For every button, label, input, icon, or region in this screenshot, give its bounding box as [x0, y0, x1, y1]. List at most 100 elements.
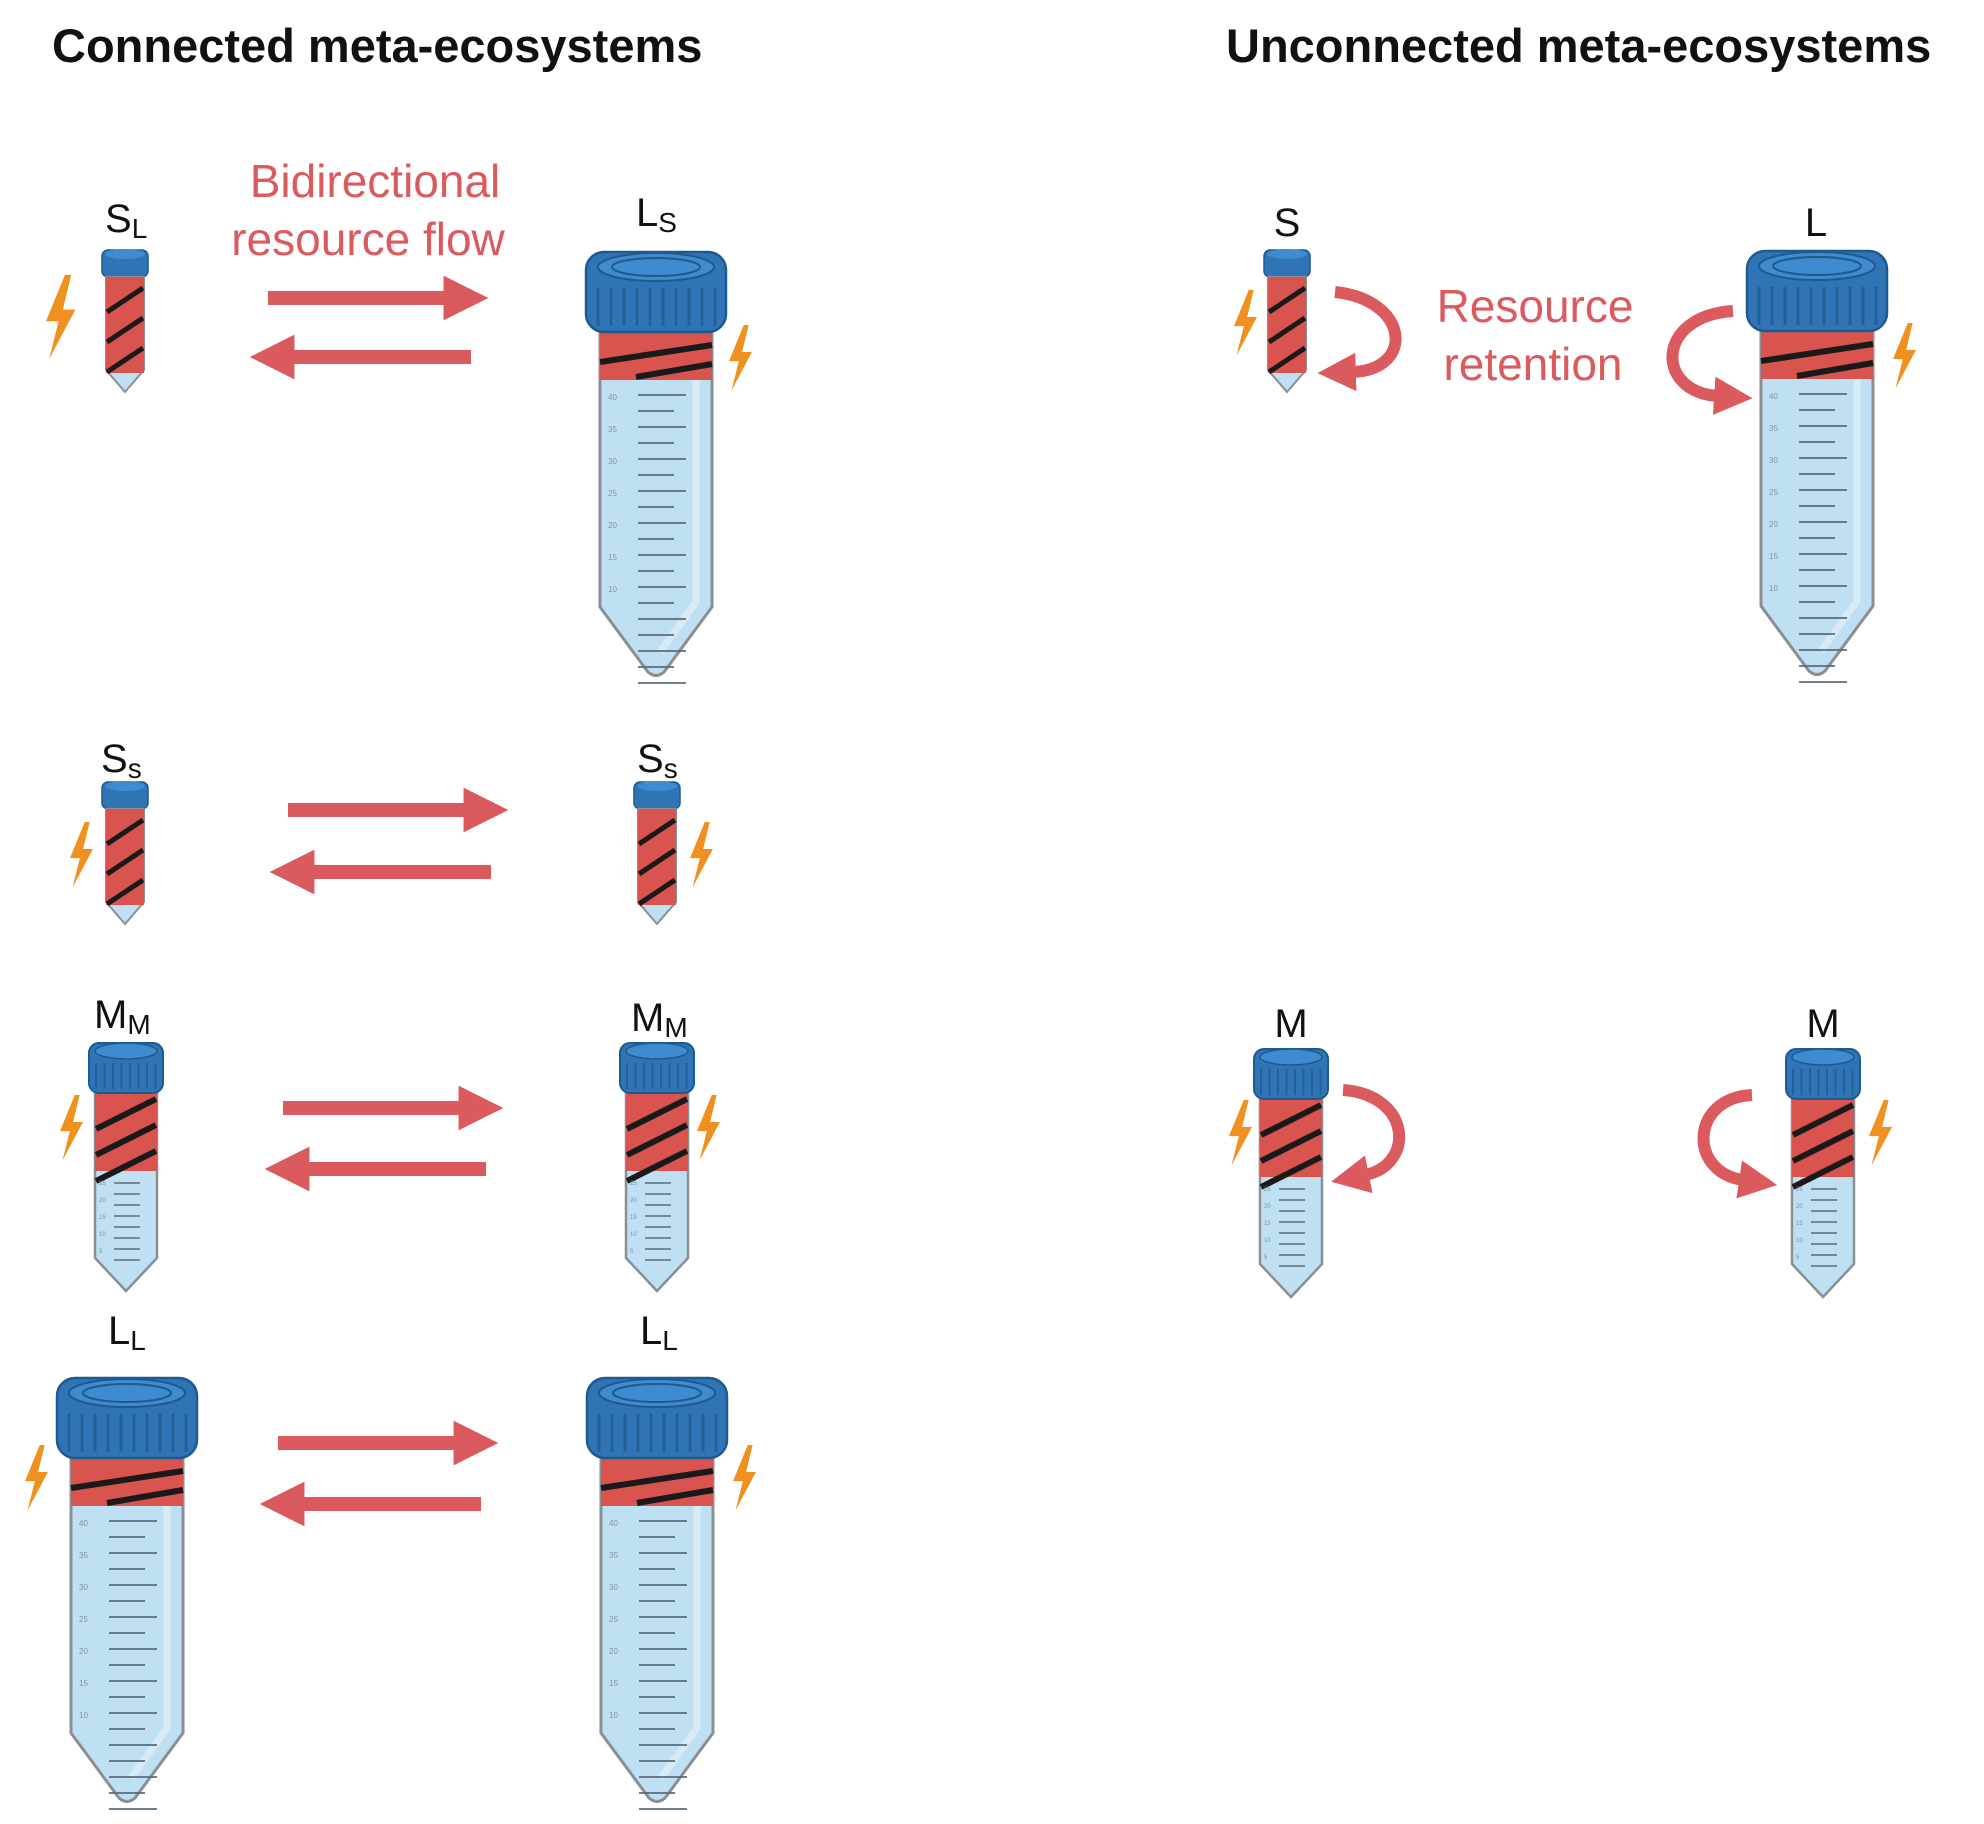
tube-cap-top: [637, 781, 677, 791]
tube-stripe: [599, 342, 713, 365]
lightning-bolt-icon: [690, 822, 713, 888]
lightning-bolt-icon: [697, 1095, 720, 1161]
tube-scale-number: 15: [79, 1679, 88, 1688]
tube-stripe: [1791, 1102, 1855, 1138]
tube-stripe: [94, 1122, 158, 1158]
tube-scale-number: 35: [608, 425, 617, 434]
lightning-bolt-icon: [1229, 1100, 1252, 1166]
tube-scale-number: 10: [99, 1232, 106, 1238]
tube-stripe: [1267, 285, 1307, 315]
tube-scale-number: 15: [1796, 1221, 1803, 1227]
tube-cap-rim: [611, 257, 701, 277]
tube-stripe: [636, 1487, 714, 1506]
tube-scale-number: 20: [79, 1647, 88, 1656]
tube-scale-number: 15: [1264, 1221, 1271, 1227]
tube-scale-number: 25: [79, 1615, 88, 1624]
tube-scale-number: 20: [99, 1198, 106, 1204]
tube-stripe: [1259, 1154, 1323, 1190]
tube-stripe: [625, 1122, 689, 1158]
label-c1-right: LS: [636, 191, 677, 238]
tube-stripe: [600, 1468, 714, 1491]
tube-scale-number: 10: [608, 585, 617, 594]
retention-arrow-icon: [1666, 305, 1753, 415]
tube-scale-number: 20: [630, 1198, 637, 1204]
tube-scale-number: 25: [1264, 1187, 1271, 1193]
tube-scale-number: 15: [99, 1215, 106, 1221]
tube-scale-number: 25: [630, 1181, 637, 1187]
tube-scale-number: 10: [1769, 584, 1778, 593]
lightning-bolt-icon: [60, 1095, 83, 1161]
annotation-resource-flow: resource flow: [231, 213, 505, 265]
lightning-bolt-icon: [25, 1445, 48, 1511]
label-c2-right: Ss: [637, 737, 678, 784]
tube-stripe: [635, 361, 713, 380]
tube-scale-number: 35: [79, 1551, 88, 1560]
tube-cap-rim: [82, 1383, 172, 1403]
lightning-bolt-icon: [70, 822, 93, 888]
tube-scale-number: 25: [1769, 488, 1778, 497]
label-u1-right: L: [1805, 201, 1827, 245]
tube-stripe: [1791, 1128, 1855, 1164]
tube-scale-number: 5: [1796, 1255, 1800, 1261]
tube-scale-number: 5: [99, 1249, 103, 1255]
tube-scale-number: 10: [79, 1711, 88, 1720]
annotation-bidirectional: Bidirectional: [250, 155, 501, 207]
tube-scale-number: 30: [79, 1583, 88, 1592]
tube-scale-number: 30: [609, 1583, 618, 1592]
centrifuge-tube-icon: [1263, 249, 1311, 394]
tube-body: [69, 1456, 185, 1803]
label-c4-left: LL: [108, 1309, 146, 1356]
tube-stripe: [105, 315, 145, 345]
tube-cap-rim: [612, 1383, 702, 1403]
tube-scale-number: 30: [608, 457, 617, 466]
annotation-resource: Resource: [1437, 280, 1634, 332]
tube-scale-number: 20: [608, 521, 617, 530]
tube-scale-number: 20: [1769, 520, 1778, 529]
tube-cap-top: [1267, 249, 1307, 259]
tube-scale-number: 20: [609, 1647, 618, 1656]
tube-stripe: [106, 1487, 184, 1506]
tube-stripe: [1796, 360, 1874, 379]
tube-scale-number: 10: [630, 1232, 637, 1238]
tube-cap-top: [94, 1042, 158, 1060]
label-u1-left: S: [1274, 201, 1301, 245]
label-u2-right: M: [1806, 1002, 1839, 1046]
lightning-bolt-icon: [46, 275, 76, 359]
tube-stripe: [1760, 341, 1874, 364]
tube-cap-top: [105, 781, 145, 791]
tube-stripe: [105, 285, 145, 315]
tube-stripe: [105, 847, 145, 877]
tube-scale-number: 15: [1769, 552, 1778, 561]
retention-arrows: [1317, 286, 1778, 1199]
centrifuge-tube-icon: 25 20 15 10 5: [619, 1042, 695, 1293]
tube-scale-number: 15: [609, 1679, 618, 1688]
tube-stripe: [1791, 1154, 1855, 1190]
tube-stripe: [105, 345, 145, 375]
lightning-bolt-icon: [1869, 1100, 1892, 1166]
tube-stripe: [625, 1148, 689, 1184]
tube-cap-top: [105, 249, 145, 259]
tube-stripe: [94, 1096, 158, 1132]
tube-scale-number: 35: [1769, 424, 1778, 433]
label-c3-left: MM: [94, 993, 151, 1040]
tube-scale-number: 20: [1796, 1204, 1803, 1210]
label-c4-right: LL: [640, 1309, 678, 1356]
tube-scale-number: 15: [608, 553, 617, 562]
tube-scale-number: 5: [1264, 1255, 1268, 1261]
tube-body: [599, 1456, 715, 1803]
centrifuge-tube-icon: [101, 781, 149, 926]
tube-stripe: [637, 817, 677, 847]
tube-scale-number: 5: [630, 1249, 634, 1255]
tube-stripe: [1259, 1102, 1323, 1138]
tube-body: [598, 330, 714, 677]
tube-scale-number: 20: [1264, 1204, 1271, 1210]
retention-arrow-icon: [1697, 1089, 1778, 1199]
tube-scale-number: 15: [630, 1215, 637, 1221]
retention-arrow-icon: [1317, 286, 1402, 392]
lightning-bolt-icon: [729, 325, 752, 391]
